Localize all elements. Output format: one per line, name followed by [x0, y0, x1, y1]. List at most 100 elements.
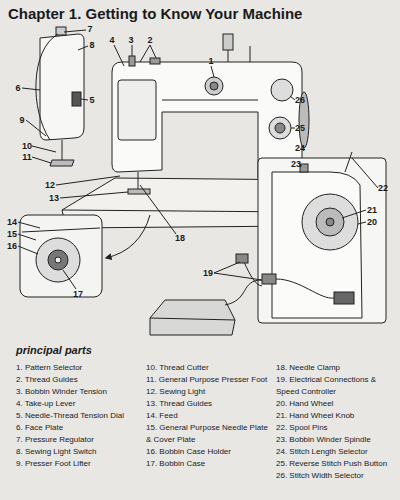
leader-line [214, 273, 262, 280]
arm-line [162, 100, 258, 101]
part-name: 2. Thread Guides [16, 374, 142, 386]
bobbin-inset [18, 215, 102, 297]
callout-number: 14 [7, 217, 17, 227]
part-name: 6. Face Plate [16, 422, 142, 434]
needle [138, 172, 139, 190]
leader-line [64, 30, 86, 32]
callout-number: 21 [367, 205, 377, 215]
thread [36, 34, 58, 140]
section-heading: principal parts [16, 344, 92, 356]
callout-number: 13 [49, 193, 59, 203]
light-switch [72, 92, 81, 106]
callout-number: 7 [87, 24, 92, 34]
pedal-edge [150, 318, 235, 320]
callout-number: 2 [147, 35, 152, 45]
part-name: 1. Pattern Selector [16, 362, 142, 374]
leader-line [63, 270, 76, 289]
plug [262, 274, 276, 284]
part-name: 9. Presser Foot Lifter [16, 458, 142, 470]
inset-frame [258, 158, 386, 323]
foot-pedal [150, 300, 235, 335]
cord [276, 279, 334, 298]
callout-number: 3 [128, 35, 133, 45]
face-plate-view [40, 34, 84, 140]
part-name: 23. Bobbin Winder Spindle [276, 434, 398, 446]
leader-line [214, 262, 240, 273]
leader-line [32, 157, 51, 163]
page-title: Chapter 1. Getting to Know Your Machine [8, 5, 302, 22]
right-inset [258, 152, 386, 323]
inset-frame [20, 215, 102, 297]
leader-line [32, 146, 56, 152]
part-name: 20. Hand Wheel [276, 398, 398, 410]
part-name: 25. Reverse Stitch Push Button [276, 458, 398, 470]
callout-number: 22 [378, 183, 388, 193]
machine-side [272, 172, 362, 318]
part-name: 4. Take-up Lever [16, 398, 142, 410]
knob-center [326, 218, 334, 226]
presser-foot [50, 160, 74, 166]
spool-pin [345, 152, 352, 172]
leader-line [211, 66, 214, 77]
leader-line [26, 120, 46, 136]
callout-number: 19 [203, 268, 213, 278]
callout-number: 5 [89, 95, 94, 105]
leader-line [78, 46, 88, 50]
cord [225, 280, 262, 305]
part-name: 16. Bobbin Case Holder [146, 446, 272, 458]
speed-controller [150, 254, 334, 335]
leader-line [18, 234, 36, 240]
needle-plate-edge [22, 228, 100, 232]
callout-number: 23 [291, 159, 301, 169]
hand-wheel-knob [316, 208, 344, 236]
callout-number: 10 [22, 141, 32, 151]
detail-arrow [106, 215, 150, 258]
leader-line [358, 222, 366, 224]
part-name: 24. Stitch Length Selector [276, 446, 398, 458]
part-name: 13. Thread Guides [146, 398, 272, 410]
part-name: 3. Bobbin Winder Tension [16, 386, 142, 398]
front-panel [118, 80, 156, 140]
bobbin-winder-spindle [300, 164, 308, 172]
part-name: 14. Feed [146, 410, 272, 422]
callout-number: 16 [7, 241, 17, 251]
bobbin-center [55, 257, 61, 263]
dial-center [210, 82, 218, 90]
width-dial [271, 79, 293, 101]
part-name: 17. Bobbin Case [146, 458, 272, 470]
leader-line [22, 88, 40, 90]
reverse-button [275, 123, 285, 133]
callout-number: 18 [175, 233, 185, 243]
spool [223, 34, 233, 50]
part-name: 21. Hand Wheel Knob [276, 410, 398, 422]
take-up-lever [129, 56, 135, 66]
callout-number: 1 [208, 56, 213, 66]
power-cord [244, 262, 262, 286]
part-name: 19. Electrical Connections & Speed Contr… [276, 374, 398, 398]
part-name: 12. Sewing Light [146, 386, 272, 398]
part-name: 26. Stitch Width Selector [276, 470, 398, 482]
bobbin-case [48, 250, 68, 270]
power-plug [236, 254, 248, 263]
callout-number: 15 [7, 229, 17, 239]
part-name: 11. General Purpose Presser Foot [146, 374, 272, 386]
leader-line [60, 192, 128, 198]
part-name: 7. Pressure Regulator [16, 434, 142, 446]
leader-line [342, 210, 366, 218]
part-name: 5. Needle-Thread Tension Dial [16, 410, 142, 422]
length-dial [269, 117, 291, 139]
callout-number: 17 [73, 289, 83, 299]
pattern-dial [205, 77, 223, 95]
callout-number: 8 [89, 40, 94, 50]
callout-number: 4 [109, 35, 114, 45]
leader-line [140, 45, 150, 62]
thread-guide [150, 58, 160, 64]
part-name: 10. Thread Cutter [146, 362, 272, 374]
leader-line [150, 45, 156, 58]
leader-line [114, 45, 124, 66]
part-name: 8. Sewing Light Switch [16, 446, 142, 458]
presser-foot [128, 189, 150, 194]
needle-bar [62, 140, 63, 160]
leader-line [81, 99, 88, 100]
callout-number: 24 [295, 143, 305, 153]
